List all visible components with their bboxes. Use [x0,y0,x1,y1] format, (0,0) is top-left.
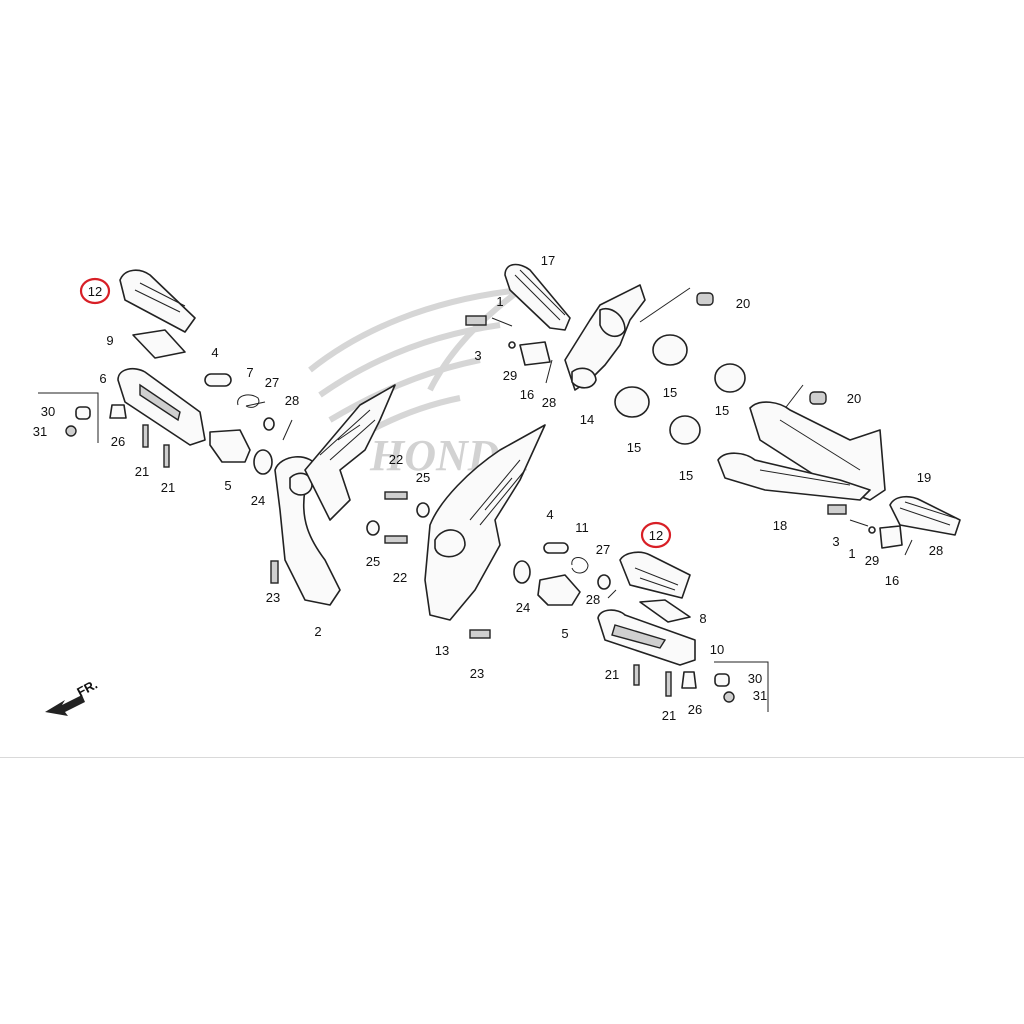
part-callout-29: 29 [503,368,517,383]
part-callout-28: 28 [285,393,299,408]
part-callout-6: 6 [99,371,106,386]
part-callout-12: 12 [649,528,663,543]
part-callout-4: 4 [211,345,218,360]
part-callout-20: 20 [847,391,861,406]
part-callout-8: 8 [699,611,706,626]
part-callout-31: 31 [753,688,767,703]
part-callout-3: 3 [474,348,481,363]
part-callout-30: 30 [748,671,762,686]
part-callout-26: 26 [688,702,702,717]
part-callout-21: 21 [662,708,676,723]
part-callout-27: 27 [265,375,279,390]
part-callout-21: 21 [161,480,175,495]
part-callout-2: 2 [314,624,321,639]
part-callout-26: 26 [111,434,125,449]
part-callout-1: 1 [496,294,503,309]
front-direction-arrow: FR. [45,677,100,716]
part-callout-21: 21 [605,667,619,682]
callouts-layer: 1296303126212147272852422322252522132317… [33,253,943,723]
bushings-group [614,334,746,445]
part-callout-19: 19 [917,470,931,485]
part-callout-30: 30 [41,404,55,419]
part-callout-18: 18 [773,518,787,533]
part-callout-28: 28 [542,395,556,410]
rear-left-group [465,263,714,391]
part-callout-11: 11 [575,520,589,535]
part-callout-29: 29 [865,553,879,568]
part-callout-23: 23 [266,590,280,605]
part-callout-24: 24 [251,493,265,508]
bottom-divider [0,757,1024,758]
part-callout-21: 21 [135,464,149,479]
part-callout-9: 9 [106,333,113,348]
part-callout-31: 31 [33,424,47,439]
part-callout-15: 15 [627,440,641,455]
part-callout-25: 25 [416,470,430,485]
part-callout-12: 12 [88,284,102,299]
part-callout-15: 15 [663,385,677,400]
part-callout-7: 7 [246,365,253,380]
part-callout-13: 13 [435,643,449,658]
front-direction-label: FR. [74,677,100,700]
part-callout-20: 20 [736,296,750,311]
highlight-circle [79,277,111,305]
part-callout-22: 22 [393,570,407,585]
part-callout-14: 14 [580,412,594,427]
left-footpeg-group [38,269,396,606]
part-callout-22: 22 [389,452,403,467]
right-front-bracket-group [366,424,617,639]
part-callout-5: 5 [224,478,231,493]
part-callout-17: 17 [541,253,555,268]
part-callout-10: 10 [710,642,724,657]
part-callout-1: 1 [848,546,855,561]
rear-right-group [717,384,961,556]
part-callout-16: 16 [520,387,534,402]
highlight-circle [640,521,672,549]
part-callout-28: 28 [586,592,600,607]
part-callout-3: 3 [832,534,839,549]
part-callout-23: 23 [470,666,484,681]
part-callout-28: 28 [929,543,943,558]
part-callout-16: 16 [885,573,899,588]
right-front-footpeg-group [597,551,769,712]
part-callout-15: 15 [715,403,729,418]
part-callout-4: 4 [546,507,553,522]
part-callout-24: 24 [516,600,530,615]
part-callout-25: 25 [366,554,380,569]
part-callout-27: 27 [596,542,610,557]
part-callout-15: 15 [679,468,693,483]
part-callout-5: 5 [561,626,568,641]
